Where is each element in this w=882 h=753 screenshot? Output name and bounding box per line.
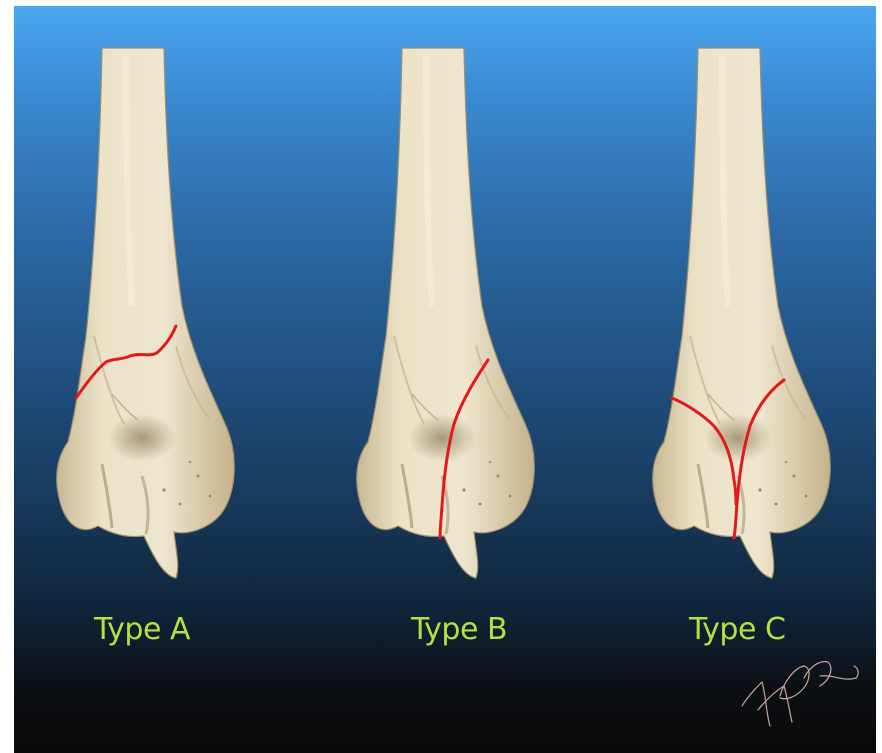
type-a-label: Type A	[94, 612, 190, 647]
bone-type-c	[653, 48, 831, 578]
figure-canvas: Type A Type B Type C	[14, 6, 876, 753]
type-c-label: Type C	[689, 612, 785, 647]
bone-type-a	[57, 48, 235, 578]
type-b-label: Type B	[411, 612, 507, 647]
bone-type-b	[357, 48, 535, 578]
signature	[742, 662, 858, 726]
